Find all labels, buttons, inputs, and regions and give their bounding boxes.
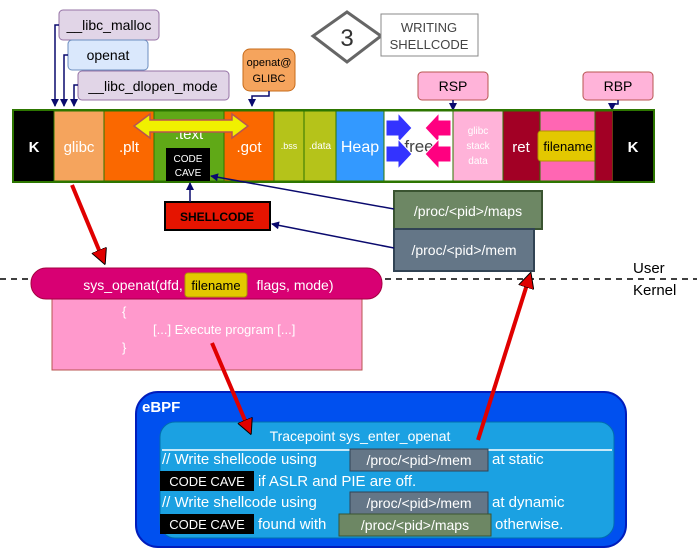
shellcode: SHELLCODE <box>164 182 271 231</box>
kernel-left-label: K <box>29 139 40 156</box>
rbp-label: RBP <box>604 78 633 94</box>
step-marker: 3 WRITING SHELLCODE <box>310 10 479 64</box>
kernel-block-right <box>613 111 653 181</box>
openat-arrow <box>60 54 68 107</box>
bss-segment <box>273 110 305 182</box>
ebpf-line3-comment: // Write shellcode using <box>162 494 317 511</box>
sys-openat-filename: filename <box>191 278 240 293</box>
shellcode-box <box>164 201 271 231</box>
ebpf-line3-tail: at dynamic <box>492 494 565 511</box>
glibc-segment <box>53 110 105 182</box>
registers: RSP RBP <box>417 71 654 111</box>
openat-glibc-line1: openat@ <box>247 57 292 69</box>
memory-layout: K glibc .plt .text CODE CAVE .got .bss .… <box>12 109 655 183</box>
kernel-label: Kernel <box>633 282 676 299</box>
glibc-stack-line2: stack <box>466 141 490 152</box>
text-span-double-arrow <box>132 112 250 140</box>
symbol-labels: __libc_malloc openat __libc_dlopen_mode … <box>58 9 296 101</box>
heap-segment <box>335 110 385 182</box>
ebpf-line3-mem: /proc/<pid>/mem <box>366 495 471 511</box>
ebpf-line2-cave-box <box>160 471 254 491</box>
ebpf-to-proc-mem-arrow <box>476 275 530 441</box>
ebpf-line4-maps: /proc/<pid>/maps <box>361 517 469 533</box>
data-segment <box>303 110 337 182</box>
ebpf-line1-comment: // Write shellcode using <box>162 451 317 468</box>
rbp-arrow <box>608 100 619 111</box>
ebpf-line1-mem-box <box>349 448 489 472</box>
proc-mem-box <box>393 228 535 272</box>
proc-maps-label: /proc/<pid>/maps <box>414 203 522 219</box>
ebpf-line2-cave: CODE CAVE <box>169 474 245 489</box>
body-open-brace: { <box>122 304 127 319</box>
openat-label: openat <box>87 47 130 63</box>
ebpf-block: eBPF Tracepoint sys_enter_openat // Writ… <box>135 391 627 548</box>
step-number: 3 <box>340 25 353 52</box>
step-title-line1: WRITING <box>401 20 457 35</box>
plt-segment-label: .plt <box>119 139 140 156</box>
stack-end-segment <box>594 110 614 182</box>
mem-to-shellcode-arrow <box>271 221 395 249</box>
dlopen-arrow <box>70 84 78 107</box>
sys-openat-suffix: flags, mode) <box>256 277 333 293</box>
glibc-stack-data-segment <box>452 110 504 182</box>
heap-growth-arrow-bottom <box>385 137 413 171</box>
glibc-stack-line3: data <box>468 156 488 167</box>
sys-openat-filename-box <box>184 272 248 298</box>
code-cave-block <box>166 148 210 181</box>
sys-openat-prefix: sys_openat(dfd, <box>83 277 183 293</box>
syscall-to-ebpf-arrow <box>210 342 250 432</box>
data-segment-label: .data <box>309 141 332 152</box>
body-close-brace: } <box>122 340 127 355</box>
kernel-right-label: K <box>628 139 639 156</box>
glibc-to-syscall-arrow <box>70 184 104 262</box>
free-segment-label: free <box>404 137 433 156</box>
sys-openat-function: sys_openat(dfd, filename flags, mode) { … <box>30 267 383 371</box>
ebpf-line4-cave-box <box>160 514 254 534</box>
stack-growth-arrow-top <box>424 111 452 145</box>
openat-glibc-line2: GLIBC <box>252 73 285 85</box>
bss-segment-label: .bss <box>281 141 298 151</box>
ebpf-line4-cave: CODE CAVE <box>169 517 245 532</box>
proc-maps-box <box>393 190 543 230</box>
user-label: User <box>633 260 665 277</box>
heap-segment-label: Heap <box>341 139 379 156</box>
text-span-arrow <box>132 112 250 140</box>
malloc-arrow <box>51 24 59 107</box>
step-diamond <box>310 10 384 64</box>
kernel-block-left <box>14 111 54 181</box>
libc-dlopen-mode-label: __libc_dlopen_mode <box>87 78 217 94</box>
flow-arrows <box>70 184 530 441</box>
ebpf-title: eBPF <box>142 399 180 416</box>
tracepoint-label: Tracepoint sys_enter_openat <box>270 428 451 444</box>
glibc-segment-label: glibc <box>64 139 95 156</box>
code-cave-line2: CAVE <box>175 168 202 179</box>
code-cave-line1: CODE <box>174 154 203 165</box>
stack-growth-arrow-bottom <box>424 137 452 171</box>
body-execute-text: [...] Execute program [...] <box>153 322 295 337</box>
proc-files: /proc/<pid>/maps /proc/<pid>/mem <box>210 173 543 272</box>
ebpf-line4-maps-box <box>338 513 492 537</box>
rsp-label: RSP <box>439 78 468 94</box>
openat-glibc-arrow <box>248 91 270 107</box>
shellcode-label: SHELLCODE <box>180 210 254 224</box>
ebpf-line1-mem: /proc/<pid>/mem <box>366 452 471 468</box>
glibc-stack-line1: glibc <box>468 126 489 137</box>
step-title-line2: SHELLCODE <box>390 37 469 52</box>
got-segment-label: .got <box>236 139 262 156</box>
user-kernel-boundary: User Kernel <box>0 260 697 299</box>
ebpf-line2-text: if ASLR and PIE are off. <box>258 473 416 490</box>
heap-growth-arrow-top <box>385 111 413 145</box>
ebpf-line1-tail: at static <box>492 451 544 468</box>
libc-malloc-label: __libc_malloc <box>66 17 152 33</box>
step-title-box <box>380 13 479 57</box>
ebpf-line4-tail: otherwise. <box>495 516 563 533</box>
ebpf-line4-found: found with <box>258 516 326 533</box>
filename-label: filename <box>543 139 592 154</box>
ret-segment-label: ret <box>512 139 530 156</box>
symbol-arrows <box>51 24 270 107</box>
maps-to-cave-arrow <box>210 173 395 210</box>
proc-mem-label: /proc/<pid>/mem <box>411 242 516 258</box>
